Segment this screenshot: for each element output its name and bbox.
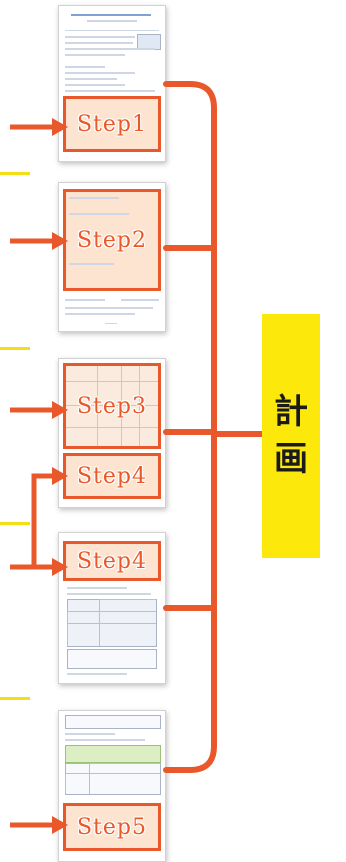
page-table [65,365,159,449]
step5-arrowhead [52,816,68,834]
step4-highlight-a: Step4 [63,453,161,499]
table-grid [65,773,160,794]
page-text-line [65,739,145,741]
page-text-line [69,197,119,199]
page-text-line [65,313,135,315]
step1-label: Step1 [76,111,147,137]
plan-label-box: 計 画 [262,314,320,558]
page-text-line [87,20,137,22]
step2-label: Step2 [76,227,147,253]
step2-arrowhead [52,232,68,250]
page-highlight-box [65,745,161,763]
step3-label: Step3 [76,393,147,419]
page-text-line [121,299,159,301]
step1-highlight: Step1 [63,96,161,152]
separator-line [0,347,30,350]
page-table [65,715,161,729]
step4-branch-line [10,473,54,570]
step1-arrowhead [52,118,68,136]
document-page-1: Step1 [58,5,166,162]
document-page-2: Step2 [58,182,166,332]
table-grid [89,763,160,794]
step4-label-a: Step4 [76,463,147,489]
plan-char-2: 画 [274,439,308,479]
page-text-line [65,299,105,301]
page-text-line [65,733,115,735]
page-text-line [65,72,135,74]
bracket-line [163,81,217,773]
page-heading-line [71,14,151,16]
document-page-5: Step5 [58,710,166,862]
page-table [67,649,157,669]
step4-label-b: Step4 [76,548,147,574]
page-text-line [65,90,155,92]
step3-highlight: Step3 [63,363,161,449]
page-text-line [65,78,117,80]
step3-arrowhead [52,401,68,419]
table-grid [99,599,156,646]
step4a-arrowhead [52,467,68,485]
table-grid [67,623,156,646]
page-text-line [65,66,105,68]
page-text-line [65,84,125,86]
page-text-line [65,48,155,50]
plan-char-1: 計 [274,391,308,432]
separator-line [0,172,30,175]
document-page-4: Step4 [58,532,166,684]
page-text-line [67,587,127,589]
page-text-line [67,673,127,675]
page-text-line [69,263,114,265]
step5-label: Step5 [76,814,147,840]
separator-line [0,697,30,700]
page-text-line [65,307,153,309]
step5-highlight: Step5 [63,803,161,851]
step2-highlight: Step2 [63,189,161,291]
page-number-line [105,323,117,324]
page-text-line [69,213,129,215]
step4-highlight-b: Step4 [63,541,161,581]
separator-line [0,522,30,525]
step4b-arrowhead [52,558,68,576]
page-text-line [65,42,133,44]
page-text-line [65,54,125,56]
page-text-line [67,593,151,595]
page-text-line [65,36,135,38]
page-text-line [65,30,159,31]
